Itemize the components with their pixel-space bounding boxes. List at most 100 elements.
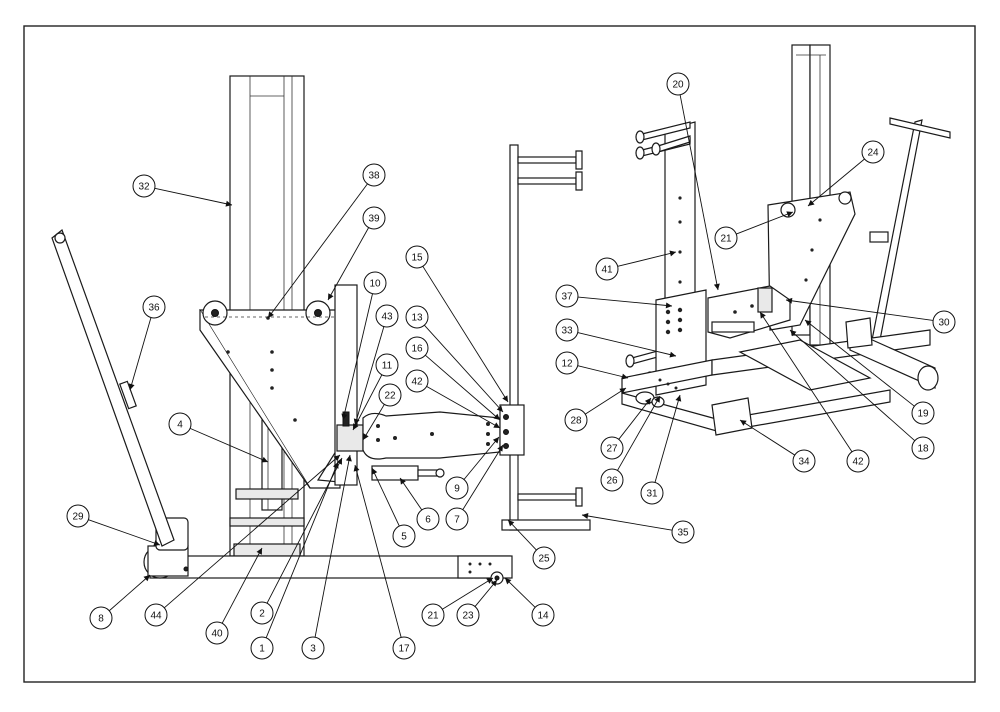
callout-arrowhead (644, 398, 651, 405)
callout-39: 39 (327, 206, 386, 301)
mast-foot (233, 543, 301, 557)
callout-38: 38 (267, 163, 386, 319)
callout-arrowhead (261, 456, 268, 463)
callout-42: 42 (759, 311, 870, 473)
callout-number: 18 (917, 444, 929, 455)
callout-13: 13 (405, 305, 504, 413)
callout-bubble (205, 621, 229, 645)
callout-bubble (600, 468, 624, 492)
callout-15: 15 (405, 245, 509, 403)
callout-35: 35 (581, 513, 695, 544)
callout-leader (617, 395, 661, 471)
callout-bubble (911, 401, 935, 425)
callout-arrowhead (345, 455, 352, 462)
callout-bubble (405, 305, 429, 329)
callout-40: 40 (205, 547, 263, 645)
callout-bubble (531, 603, 555, 627)
callout-bubble (132, 174, 156, 198)
callout-arrowhead (328, 293, 334, 300)
callout-arrowhead (669, 351, 676, 358)
callout-leader (463, 436, 500, 480)
callout-leader (354, 326, 385, 426)
callout-12: 12 (555, 351, 629, 380)
callout-number: 21 (720, 234, 732, 245)
callout-arrowhead (363, 433, 369, 440)
callout-number: 8 (98, 614, 104, 625)
callout-bubble (445, 507, 469, 531)
callout-arrowhead (256, 548, 262, 555)
fork-tines (517, 150, 583, 507)
callout-26: 26 (600, 395, 661, 492)
callout-number: 24 (867, 148, 879, 159)
callout-bubble (595, 257, 619, 281)
side-mount-plate (334, 284, 358, 486)
callout-18: 18 (789, 329, 935, 460)
callout-leader (424, 324, 504, 413)
callout-44: 44 (144, 454, 341, 627)
callout-bubble (250, 636, 274, 660)
callout-number: 44 (150, 611, 162, 622)
callout-arrowhead (143, 575, 150, 582)
callout-4: 4 (168, 412, 269, 463)
callout-number: 3 (310, 644, 316, 655)
callout-arrowhead (400, 478, 406, 485)
callout-33: 33 (555, 318, 677, 358)
callout-bubble (144, 603, 168, 627)
callout-37: 37 (555, 284, 673, 309)
callout-number: 22 (384, 391, 396, 402)
callout-11: 11 (352, 353, 399, 431)
callout-bubble (405, 369, 429, 393)
callout-number: 37 (561, 292, 573, 303)
callout-bubble (66, 504, 90, 528)
callout-28: 28 (564, 387, 627, 432)
callout-leader (267, 183, 368, 319)
callout-arrowhead (497, 445, 503, 452)
callout-number: 32 (138, 182, 150, 193)
callout-bubble (911, 436, 935, 460)
callout-number: 5 (401, 532, 407, 543)
callout-number: 27 (606, 444, 618, 455)
callout-bubble (392, 524, 416, 548)
callout-arrowhead (505, 578, 512, 585)
callout-arrowhead (486, 578, 493, 584)
callout-number: 42 (411, 377, 423, 388)
callout-number: 43 (381, 312, 393, 323)
callout-leader (189, 427, 269, 463)
callout-arrowhead (333, 455, 340, 462)
callout-bubble (250, 601, 274, 625)
callout-leader (442, 577, 494, 610)
callout-arrowhead (786, 211, 793, 217)
callout-1: 1 (250, 461, 339, 660)
callout-number: 28 (570, 416, 582, 427)
callout-leader (577, 296, 673, 307)
callout-32: 32 (132, 174, 233, 207)
callout-number: 30 (938, 318, 950, 329)
callout-arrowhead (619, 388, 626, 394)
callout-43: 43 (353, 304, 399, 426)
callout-leader (759, 311, 853, 453)
side-view (51, 75, 591, 585)
callout-bubble (392, 636, 416, 660)
callout-bubble (363, 271, 387, 295)
tow-handle (51, 229, 175, 547)
callout-leader (425, 354, 501, 421)
base-rail (149, 555, 513, 585)
callout-number: 36 (148, 303, 160, 314)
callout-27: 27 (600, 397, 652, 460)
callout-arrowhead (669, 250, 676, 257)
callout-bubble (555, 318, 579, 342)
callout-number: 35 (677, 528, 689, 539)
callout-41: 41 (595, 250, 677, 281)
callout-21: 21 (421, 577, 494, 627)
callout-5: 5 (371, 467, 416, 548)
callout-leader (577, 332, 677, 357)
pivot-block (336, 424, 364, 452)
callout-arrowhead (760, 312, 766, 319)
rear-wheel (143, 517, 189, 579)
callout-8: 8 (89, 574, 151, 630)
callout-bubble (600, 436, 624, 460)
iso-base-frame (621, 329, 939, 436)
callout-arrowhead (786, 297, 793, 304)
callout-arrowhead (225, 200, 232, 207)
